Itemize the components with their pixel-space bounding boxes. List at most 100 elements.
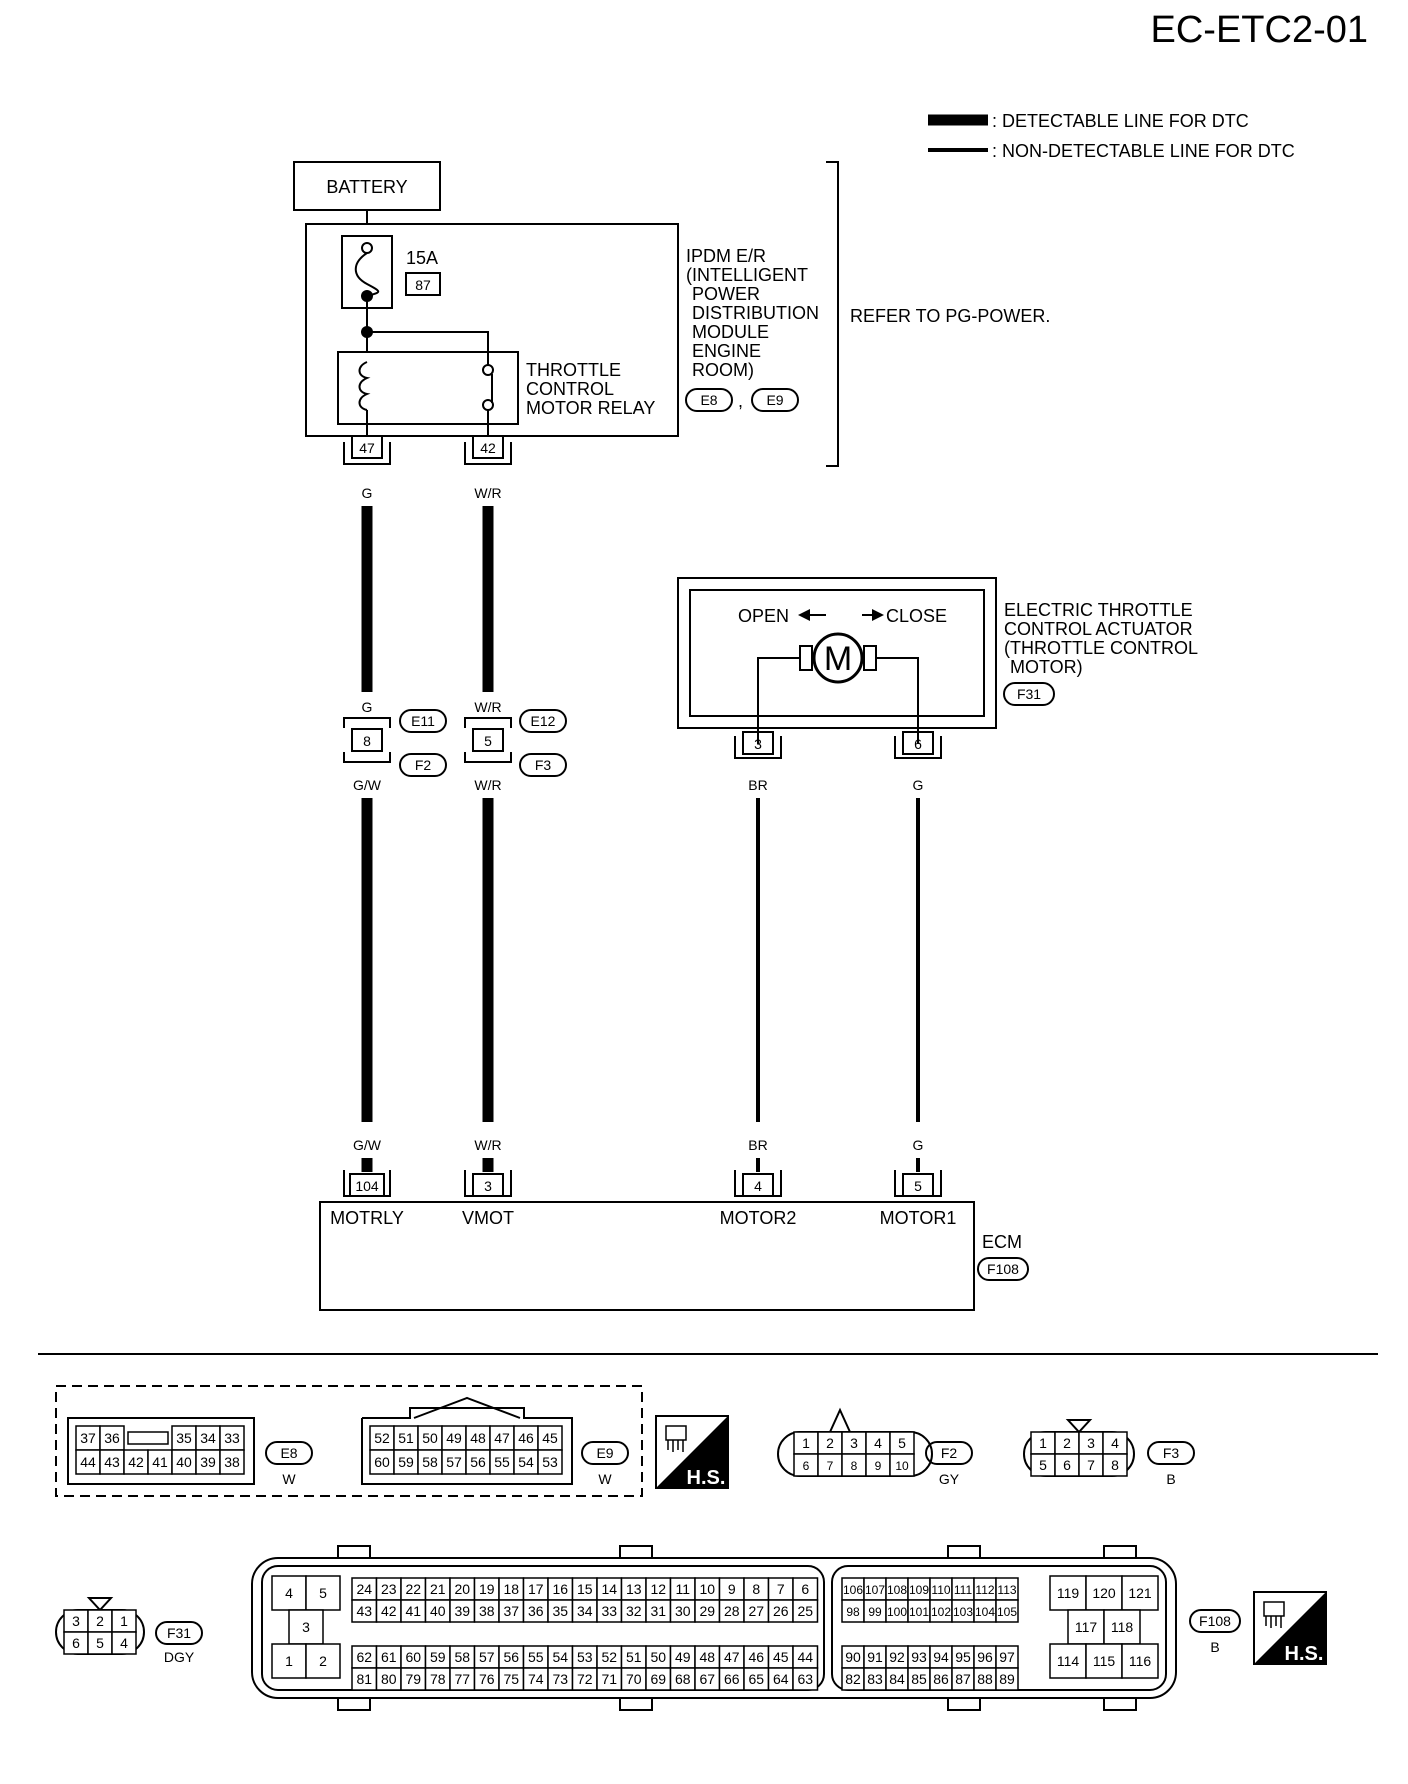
f108-view-color: B — [1210, 1639, 1219, 1655]
wire-color-wr-4: W/R — [474, 1137, 501, 1153]
f108-pin-74-label: 74 — [528, 1671, 544, 1687]
f2-pin-5-label: 5 — [898, 1435, 906, 1451]
f108-pin-90-label: 90 — [845, 1649, 861, 1665]
ecm-pin-motor2: MOTOR2 — [720, 1208, 797, 1228]
e8-pin-39-label: 39 — [200, 1454, 216, 1470]
f108-pin-38-label: 38 — [479, 1603, 495, 1619]
f2-pin-6-label: 6 — [803, 1459, 810, 1473]
f2-pin-1-label: 1 — [802, 1435, 810, 1451]
f108-pin-9-label: 9 — [728, 1581, 736, 1597]
e9-pin-55-cell — [489, 1449, 515, 1475]
e8-pin-42-cell — [123, 1449, 149, 1475]
f108-pin-4-label: 4 — [285, 1585, 293, 1601]
f108-pin-59-label: 59 — [430, 1649, 446, 1665]
f108-pin-39-label: 39 — [454, 1603, 470, 1619]
f108-pin-92-label: 92 — [889, 1649, 905, 1665]
e9-pin-58-label: 58 — [422, 1454, 438, 1470]
f108-pin-64-label: 64 — [773, 1671, 789, 1687]
f108-pin-1-label: 1 — [285, 1653, 293, 1669]
f108-pin-89-label: 89 — [999, 1671, 1015, 1687]
e8-view-color: W — [282, 1471, 296, 1487]
f108-pin-65-label: 65 — [748, 1671, 764, 1687]
f2-view-id: F2 — [941, 1445, 958, 1461]
f108-pin-93-label: 93 — [911, 1649, 927, 1665]
actuator-label-1: ELECTRIC THROTTLE — [1004, 600, 1193, 620]
f108-pin-82-label: 82 — [845, 1671, 861, 1687]
f108-pin-113-label: 113 — [997, 1583, 1016, 1597]
relay-coil — [358, 361, 371, 411]
motor-wire-right — [876, 657, 919, 744]
e9-pin-48-label: 48 — [470, 1430, 486, 1446]
f108-pin-114-label: 114 — [1057, 1653, 1080, 1669]
f3-pin-7-label: 7 — [1087, 1457, 1095, 1473]
ecm-4-box — [742, 1173, 774, 1197]
f108-pin-41-label: 41 — [405, 1603, 421, 1619]
f3-pin-3-label: 3 — [1087, 1435, 1095, 1451]
jc-f2-badge — [399, 753, 447, 777]
f108-pin-69-label: 69 — [650, 1671, 666, 1687]
jc-5-housing-top — [464, 717, 512, 728]
f108-pin-70-label: 70 — [626, 1671, 642, 1687]
ecm-connector-badge — [977, 1257, 1029, 1281]
jc-e11: E11 — [411, 713, 435, 729]
e9-pin-52-label: 52 — [374, 1430, 390, 1446]
e9-pin-60-label: 60 — [374, 1454, 390, 1470]
ecm-5-box — [902, 1173, 934, 1197]
hs-label-1: H.S. — [687, 1467, 726, 1489]
e9-pin-51-label: 51 — [398, 1430, 414, 1446]
actuator-inner-box — [689, 589, 985, 717]
f108-pin-115-label: 115 — [1093, 1653, 1116, 1669]
e9-pin-56-cell — [465, 1449, 491, 1475]
legend-detectable-label: : DETECTABLE LINE FOR DTC — [992, 111, 1249, 131]
e9-pin-45-label: 45 — [542, 1430, 558, 1446]
e9-view-outer — [361, 1407, 573, 1485]
e8-pin-37-cell — [75, 1425, 101, 1451]
f108-pin-51-label: 51 — [626, 1649, 642, 1665]
ipdm-label: IPDM E/R (INTELLIGENT POWER DISTRIBUTION… — [686, 246, 819, 380]
e9-pin-47-label: 47 — [494, 1430, 510, 1446]
ecm-box — [319, 1201, 975, 1311]
legend: : DETECTABLE LINE FOR DTC : NON-DETECTAB… — [928, 111, 1295, 161]
e8-pin-43-label: 43 — [104, 1454, 120, 1470]
f108-tab-7 — [947, 1697, 981, 1711]
act-6-housing — [894, 736, 942, 759]
f31-pin-4-label: 4 — [120, 1635, 128, 1651]
e9-view-key — [413, 1396, 521, 1419]
relay-label-3: MOTOR RELAY — [526, 398, 655, 418]
f108-tab-2 — [619, 1545, 653, 1559]
f108-pin-16-label: 16 — [552, 1581, 568, 1597]
f108-view-id: F108 — [1199, 1613, 1231, 1629]
f108-pin-35-label: 35 — [552, 1603, 568, 1619]
actuator-connector: F31 — [1017, 686, 1041, 702]
f108-pin-120-cell — [1085, 1575, 1123, 1611]
jc-f3-badge — [519, 753, 567, 777]
f108-pin-60-label: 60 — [405, 1649, 421, 1665]
e8-pin-44-label: 44 — [80, 1454, 96, 1470]
actuator-close-arrowhead — [872, 609, 884, 621]
refer-label: REFER TO PG-POWER. — [850, 306, 1050, 326]
f108-pin-119-cell — [1049, 1575, 1087, 1611]
f108-pin-54-label: 54 — [552, 1649, 568, 1665]
motor-symbol — [812, 632, 864, 684]
f108-pin-98-label: 98 — [846, 1605, 860, 1619]
f108-pin-57-label: 57 — [479, 1649, 495, 1665]
f108-pin-106-label: 106 — [843, 1583, 863, 1597]
actuator-label-4: MOTOR) — [1010, 657, 1083, 677]
ecm-3-box — [472, 1173, 504, 1197]
f108-pin-75-label: 75 — [503, 1671, 519, 1687]
f2-pin-2-label: 2 — [826, 1435, 834, 1451]
e8-pin-39-cell — [195, 1449, 221, 1475]
f108-pin-88-label: 88 — [977, 1671, 993, 1687]
jc-8-housing-top — [343, 717, 391, 728]
f108-pin-53-label: 53 — [577, 1649, 593, 1665]
act-terminal-6: 6 — [914, 736, 922, 752]
ipdm-42-housing — [464, 442, 512, 465]
e8-pin-35-label: 35 — [176, 1430, 192, 1446]
f31-pin-5-label: 5 — [96, 1635, 104, 1651]
f108-pin-118-cell — [1103, 1609, 1141, 1645]
fuse-top-terminal — [361, 242, 373, 254]
ecm-pin-motor1: MOTOR1 — [880, 1208, 957, 1228]
jc-e12-badge — [519, 709, 567, 733]
